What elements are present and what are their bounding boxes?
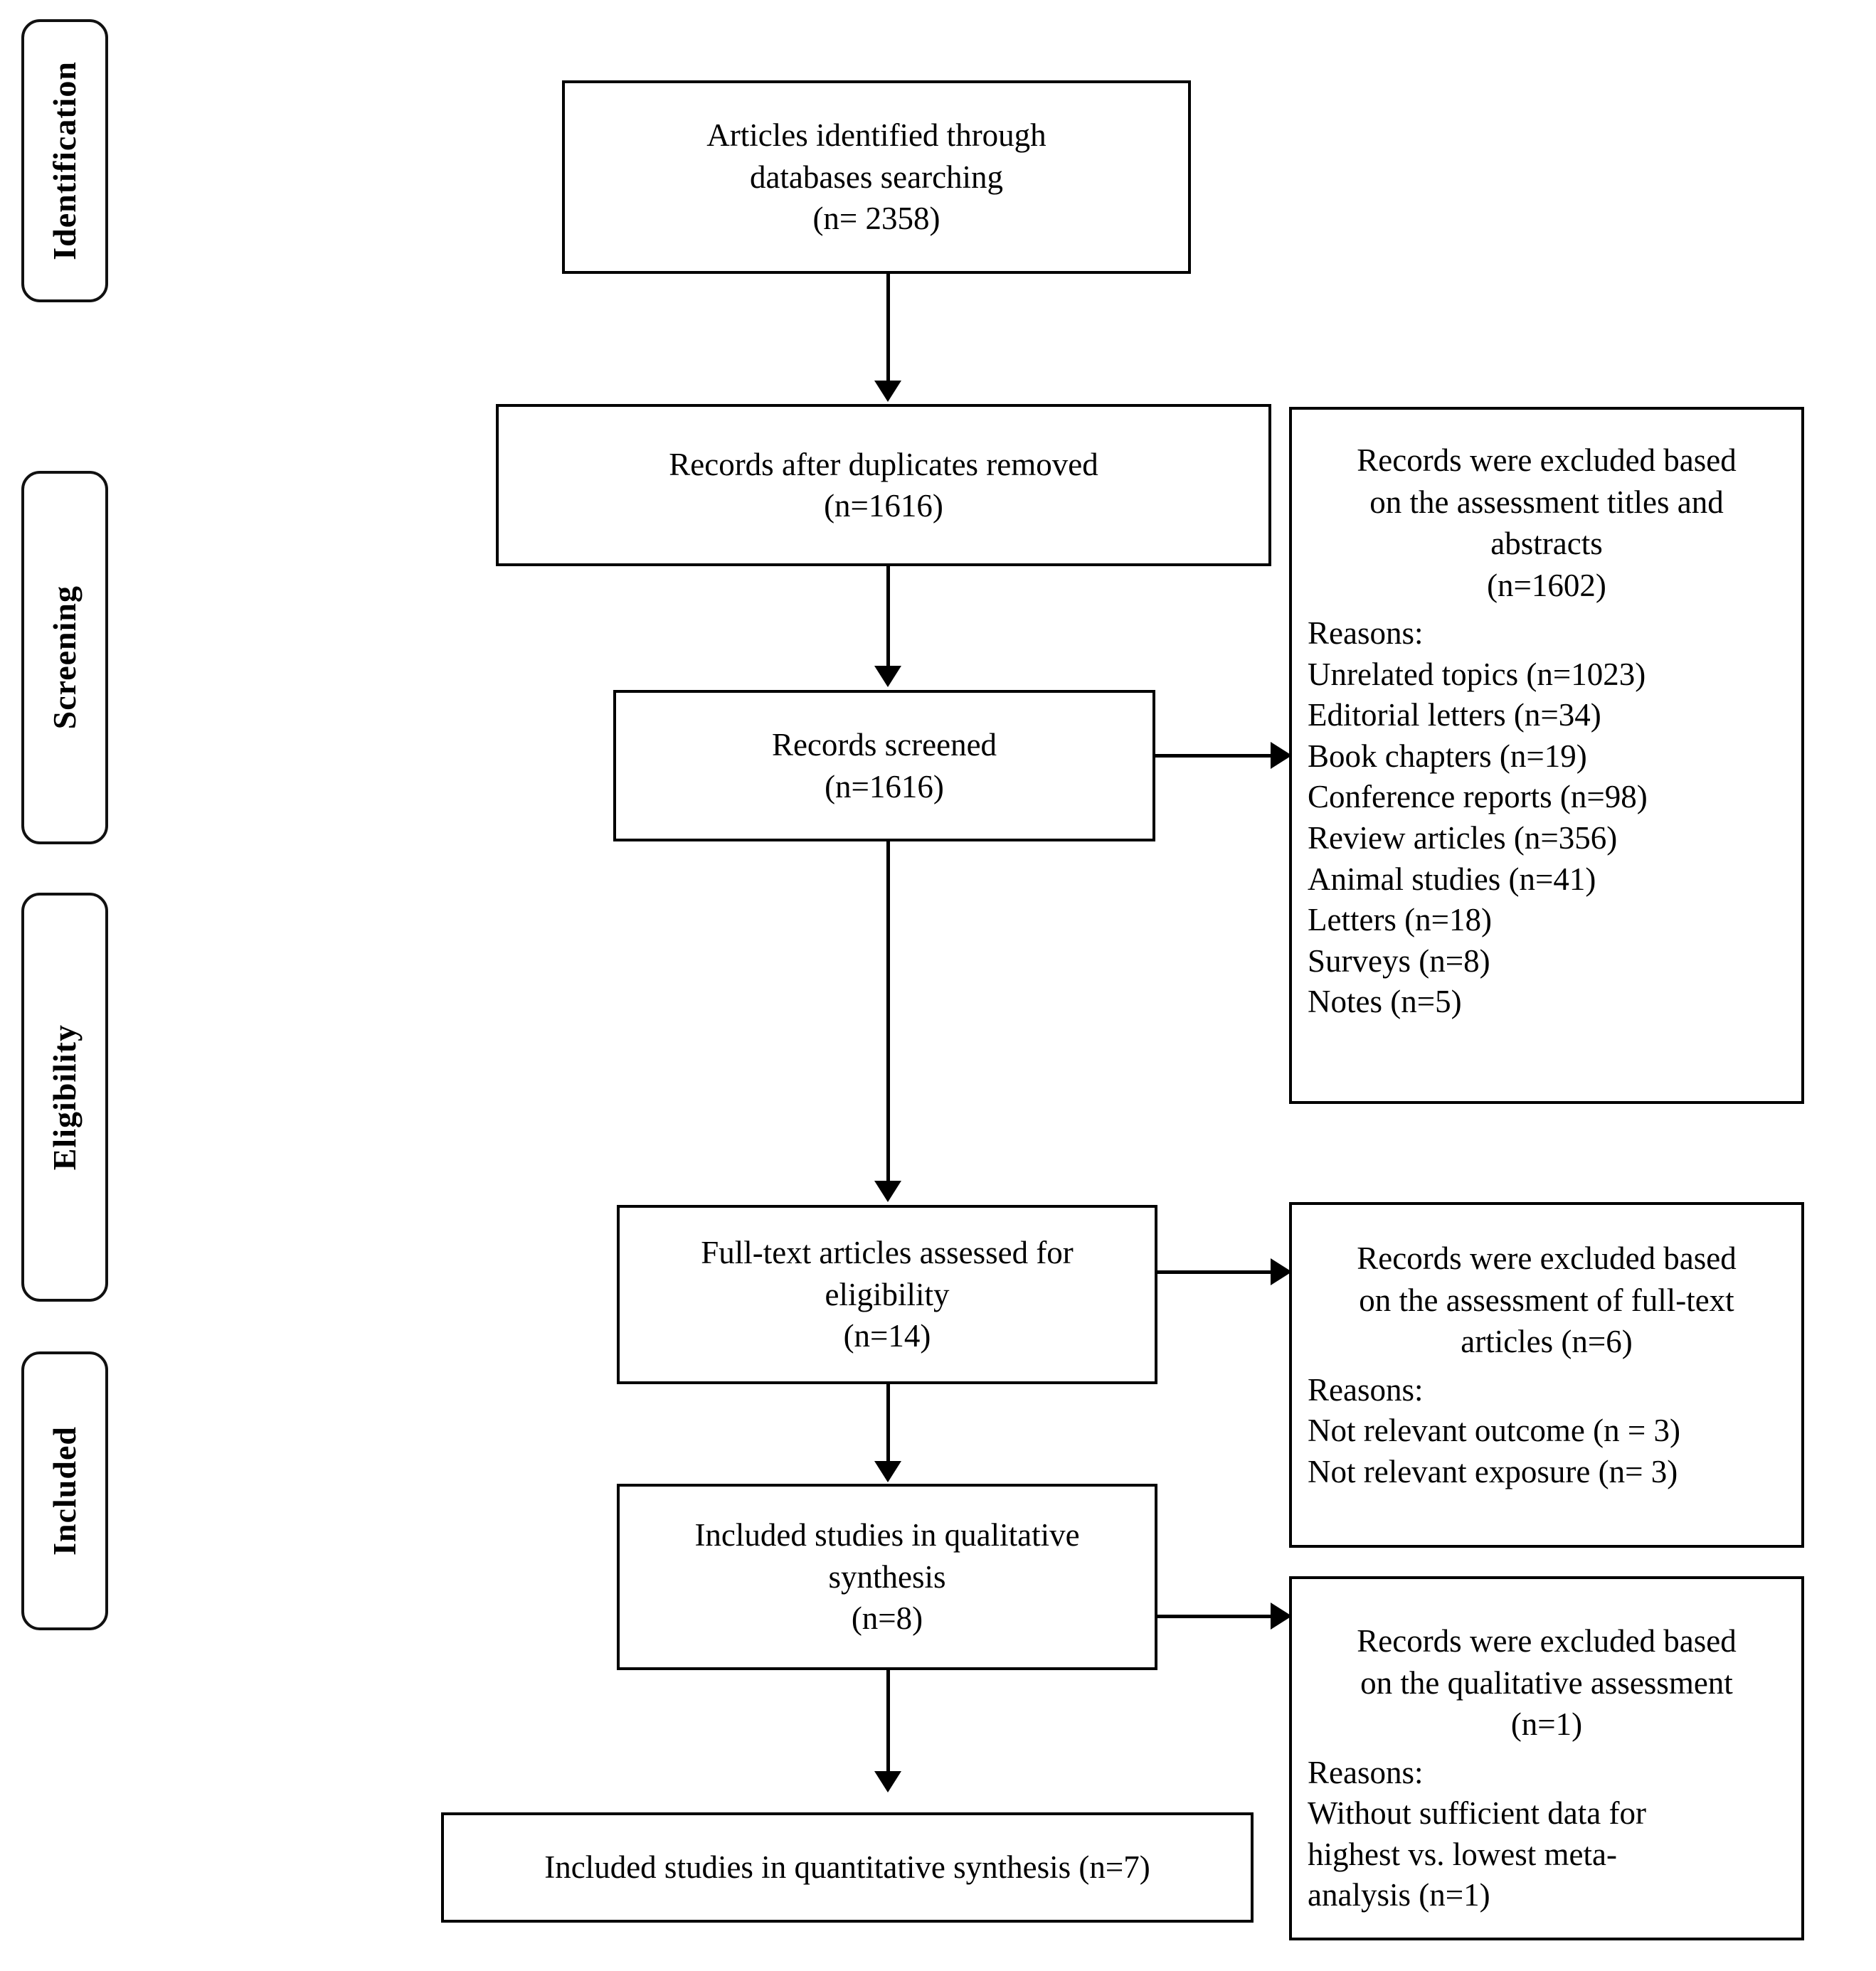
reasons-label: Reasons: — [1308, 1371, 1424, 1408]
stage-identification: Identification — [21, 19, 108, 302]
box-line: (n=1) — [1510, 1706, 1583, 1742]
reason-item: highest vs. lowest meta- — [1308, 1836, 1617, 1872]
box-excluded-qualitative: Records were excluded based on the quali… — [1289, 1576, 1804, 1940]
arrowhead-down — [874, 1461, 901, 1482]
reason-item: Not relevant outcome (n = 3) — [1308, 1413, 1680, 1449]
box-line: Records after duplicates removed — [669, 446, 1098, 482]
reasons-list-titles-abstracts: Reasons: Unrelated topics (n=1023) Edito… — [1292, 613, 1801, 1023]
stage-label-included: Included — [46, 1426, 83, 1556]
arrowhead-right — [1271, 1603, 1292, 1630]
arrowhead-down — [874, 1771, 901, 1792]
connector-duplicates-to-screened — [886, 566, 890, 667]
reason-item: Surveys (n=8) — [1308, 942, 1490, 979]
reasons-label: Reasons: — [1308, 1754, 1424, 1790]
arrowhead-down — [874, 1181, 901, 1202]
reason-item: Animal studies (n=41) — [1308, 861, 1596, 897]
reason-item: Review articles (n=356) — [1308, 819, 1618, 856]
box-line: (n= 2358) — [812, 201, 940, 237]
box-line: Included studies in qualitative — [694, 1517, 1080, 1553]
box-line: abstracts — [1490, 526, 1603, 561]
box-line: Full-text articles assessed for — [701, 1235, 1074, 1271]
reason-item: Not relevant exposure (n= 3) — [1308, 1453, 1678, 1489]
box-line: (n=14) — [843, 1318, 931, 1354]
reasons-list-qualitative: Reasons: Without sufficient data for hig… — [1292, 1753, 1801, 1916]
connector-identified-to-duplicates — [886, 274, 890, 382]
connector-screened-to-fulltext — [886, 841, 890, 1183]
reason-item: Conference reports (n=98) — [1308, 779, 1648, 815]
stage-eligibility: Eligibility — [21, 893, 108, 1302]
connector-qualitative-to-quantitative — [886, 1670, 890, 1773]
box-line: on the assessment of full-text — [1359, 1282, 1734, 1318]
reason-item: Editorial letters (n=34) — [1308, 697, 1601, 733]
box-line: Included studies in quantitative synthes… — [544, 1849, 1150, 1886]
box-excluded-titles-abstracts: Records were excluded based on the asses… — [1289, 407, 1804, 1104]
box-line: (n=1602) — [1487, 567, 1606, 603]
box-line: Articles identified through — [706, 117, 1046, 154]
reason-item: analysis (n=1) — [1308, 1877, 1490, 1913]
box-line: eligibility — [825, 1276, 950, 1312]
box-line: (n=8) — [851, 1600, 923, 1637]
box-excluded-fulltext: Records were excluded based on the asses… — [1289, 1202, 1804, 1548]
box-quantitative-synthesis: Included studies in quantitative synthes… — [441, 1812, 1254, 1923]
connector-fulltext-to-qualitative — [886, 1384, 890, 1462]
reason-item: Notes (n=5) — [1308, 984, 1462, 1020]
reasons-list-fulltext: Reasons: Not relevant outcome (n = 3) No… — [1292, 1370, 1801, 1493]
reason-item: Letters (n=18) — [1308, 902, 1493, 938]
box-line: (n=1616) — [824, 488, 943, 524]
stage-label-eligibility: Eligibility — [46, 1024, 83, 1171]
box-line: Records screened — [771, 727, 997, 763]
arrowhead-down — [874, 666, 901, 687]
stage-included: Included — [21, 1351, 108, 1630]
stage-label-screening: Screening — [46, 585, 83, 730]
box-qualitative-synthesis: Included studies in qualitative synthesi… — [617, 1484, 1157, 1670]
box-line: on the qualitative assessment — [1360, 1664, 1733, 1701]
reason-item: Book chapters (n=19) — [1308, 738, 1587, 774]
box-line: synthesis — [828, 1558, 946, 1595]
box-line: Records were excluded based — [1357, 1623, 1737, 1659]
box-line: articles (n=6) — [1461, 1324, 1633, 1359]
connector-fulltext-to-excluded-fulltext — [1157, 1270, 1273, 1274]
box-line: on the assessment titles and — [1369, 484, 1724, 520]
box-line: databases searching — [749, 159, 1004, 195]
reasons-label: Reasons: — [1308, 615, 1424, 651]
stage-label-identification: Identification — [46, 61, 83, 260]
arrowhead-right — [1271, 1258, 1292, 1285]
reason-item: Without sufficient data for — [1308, 1795, 1646, 1832]
arrowhead-down — [874, 381, 901, 402]
box-records-screened: Records screened (n=1616) — [613, 690, 1155, 841]
box-articles-identified: Articles identified through databases se… — [562, 80, 1191, 274]
reason-item: Unrelated topics (n=1023) — [1308, 656, 1646, 692]
box-line: (n=1616) — [825, 768, 944, 804]
box-line: Records were excluded based — [1357, 442, 1737, 478]
box-records-after-duplicates: Records after duplicates removed (n=1616… — [496, 404, 1271, 566]
arrowhead-right — [1271, 742, 1292, 769]
stage-screening: Screening — [21, 471, 108, 844]
box-line: Records were excluded based — [1357, 1240, 1737, 1276]
connector-qualitative-to-excluded-qualitative — [1157, 1615, 1273, 1618]
box-fulltext-assessed: Full-text articles assessed for eligibil… — [617, 1205, 1157, 1384]
connector-screened-to-excluded-titles — [1155, 754, 1273, 758]
